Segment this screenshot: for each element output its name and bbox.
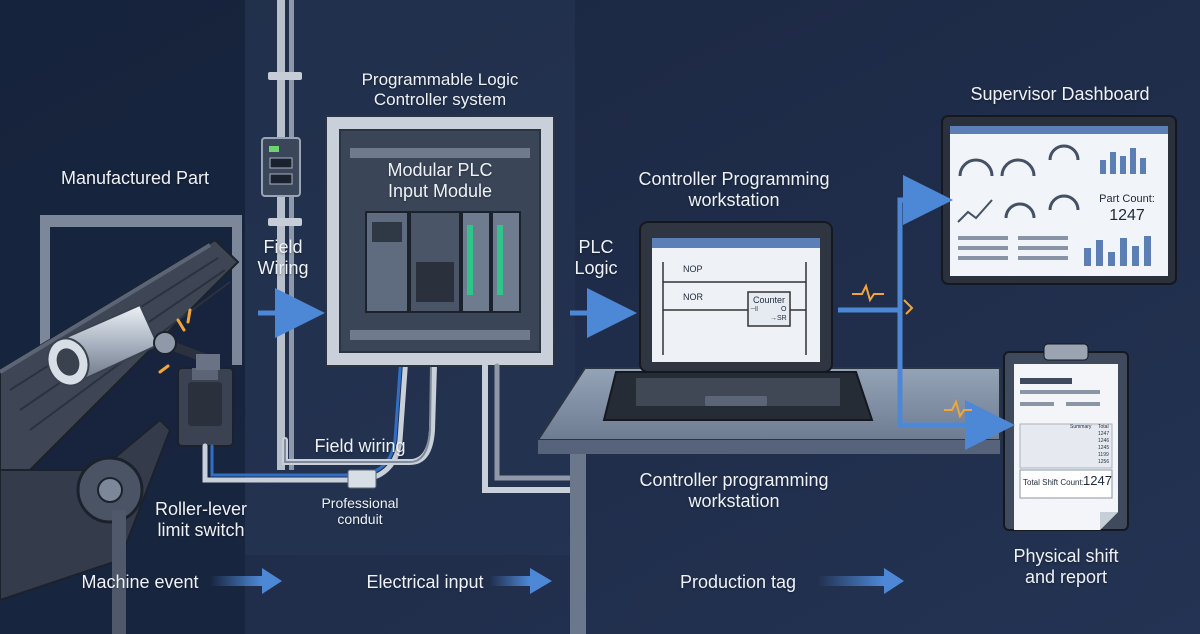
report-table-header-total: Total <box>1098 424 1109 430</box>
workstation-bottom-line-2: workstation <box>688 490 780 511</box>
conduit-label: Professional conduit <box>305 495 415 527</box>
field-wiring-top-line-1: Field <box>263 237 303 257</box>
flow-step-machine-event: Machine event <box>81 572 199 592</box>
conduit-line-2: conduit <box>337 511 383 528</box>
network-switch-icon <box>261 137 301 197</box>
dashboard-list <box>958 236 1068 260</box>
dashboard-arrow <box>838 175 953 313</box>
manufactured-part-label: Manufactured Part <box>60 168 210 188</box>
limit-switch-label: Roller-lever limit switch <box>145 499 257 540</box>
input-module-label: Modular PLC Input Module <box>370 160 510 201</box>
roller-lever-switch-icon <box>153 331 234 447</box>
plc-module-icon <box>365 211 521 313</box>
input-module-line-2: Input Module <box>387 180 493 201</box>
wall-conduit <box>268 0 302 470</box>
ladder-counter-pin-bottom: →SR <box>770 315 787 322</box>
input-module-line-1: Modular PLC <box>387 160 493 180</box>
stage-arrows <box>258 175 1015 450</box>
report-table-value: 1199 <box>1098 452 1109 458</box>
plc-system-line-1: Programmable Logic <box>361 70 519 89</box>
shift-report-line-2: and report <box>1024 566 1108 587</box>
report-table-value: 1247 <box>1098 431 1110 437</box>
conduit-line-1: Professional <box>321 495 399 511</box>
limit-switch-line-2: limit switch <box>157 519 245 540</box>
workstation-top-line-2: workstation <box>688 189 780 210</box>
field-wiring-bottom-label: Field wiring <box>314 436 406 456</box>
ladder-counter-pin-right: O <box>781 306 787 313</box>
flow-arrows <box>210 568 904 594</box>
report-table-value: 1256 <box>1098 459 1110 465</box>
report-arrow <box>897 310 1015 450</box>
report-total-value: 1247 <box>1083 473 1112 488</box>
bar-chart-icon <box>1084 148 1151 266</box>
report-total-label: Total Shift Count: <box>1023 478 1084 487</box>
switch-spark <box>158 308 192 374</box>
line-chart-icon <box>957 199 993 223</box>
supervisor-dashboard-label: Supervisor Dashboard <box>970 84 1150 104</box>
ladder-contact-nor: NOR <box>683 292 703 302</box>
signal-spark <box>852 283 972 419</box>
workstation-top-label: Controller Programming workstation <box>624 169 844 210</box>
clipboard-icon <box>1003 343 1129 531</box>
workstation-bottom-line-1: Controller programming <box>639 470 829 490</box>
field-wiring-cable <box>202 297 439 489</box>
plc-system-line-2: Controller system <box>373 89 507 109</box>
report-table-value: 1245 <box>1098 445 1110 451</box>
plc-logic-label: PLC Logic <box>566 237 626 278</box>
ladder-counter-title: Counter <box>752 295 786 305</box>
field-wiring-top-label: Field Wiring <box>248 237 318 278</box>
plc-logic-line-1: PLC <box>578 237 614 257</box>
flow-step-production-tag: Production tag <box>679 572 797 592</box>
workstation-bottom-label: Controller programming workstation <box>624 470 844 511</box>
field-wiring-top-line-2: Wiring <box>257 257 309 278</box>
workstation-top-line-1: Controller Programming <box>638 169 830 189</box>
dashboard-part-count-value: 1247 <box>1109 207 1145 224</box>
gauge-icon <box>958 144 1080 219</box>
ladder-diagram <box>662 262 807 355</box>
ladder-contact-nop: NOP <box>683 264 703 274</box>
dashboard-part-count-label: Part Count: <box>1099 193 1155 205</box>
pipe-cylinder-icon <box>46 303 160 387</box>
shift-report-line-1: Physical shift <box>1013 546 1119 566</box>
plc-logic-line-2: Logic <box>574 257 618 278</box>
ladder-counter-pin-left: ⊣I <box>750 306 759 313</box>
shift-report-label: Physical shift and report <box>1000 546 1132 587</box>
limit-switch-line-1: Roller-lever <box>154 499 248 519</box>
report-table-value: 1246 <box>1098 438 1110 444</box>
laptop-icon <box>602 221 874 421</box>
report-table-header-summary: Summary <box>1070 424 1092 430</box>
flow-step-electrical-input: Electrical input <box>366 572 484 592</box>
cabinet-conduit <box>482 363 573 493</box>
conveyor-icon <box>0 215 242 634</box>
plc-system-label: Programmable Logic Controller system <box>340 70 540 109</box>
